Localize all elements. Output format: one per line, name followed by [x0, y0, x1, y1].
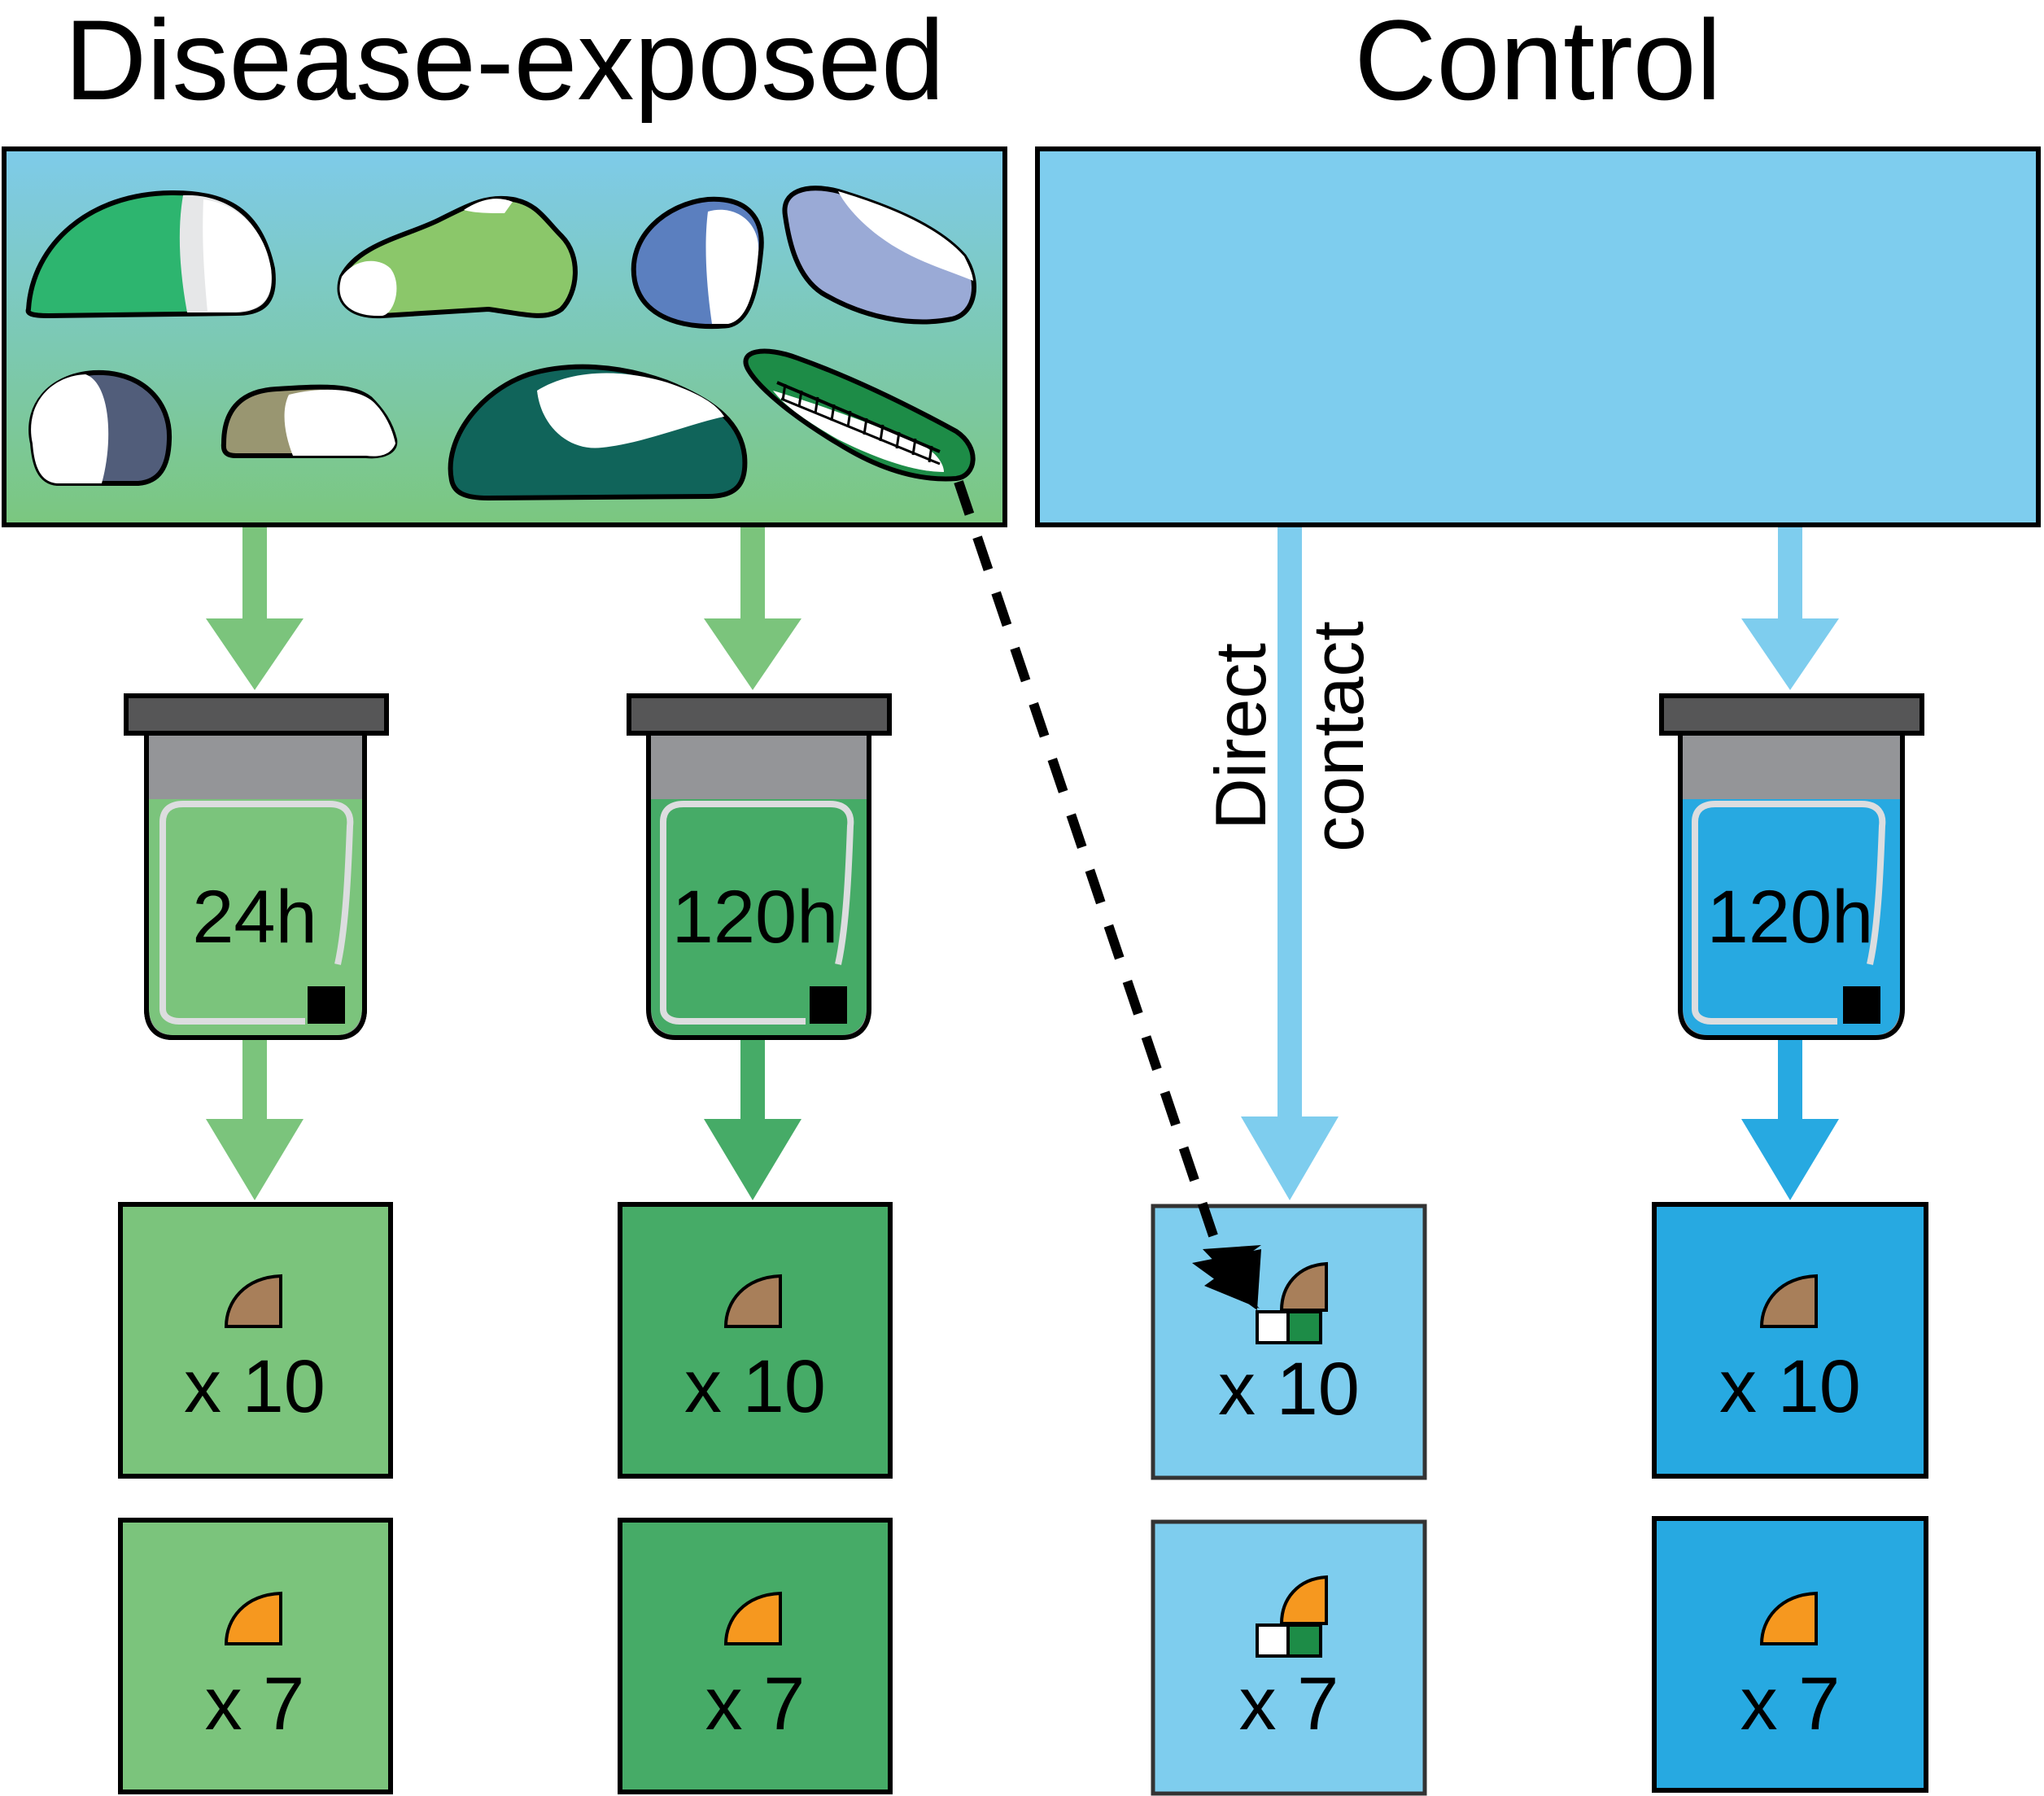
coral-green-diseased: [743, 348, 976, 482]
box-control-orange: [1652, 1516, 1928, 1793]
box-control-brown-label: x 10: [1719, 1345, 1861, 1428]
arrow-control-direct-contact: [1241, 527, 1339, 1200]
box-contact-brown-label: x 10: [1218, 1348, 1360, 1431]
coral-lavender-slab: [782, 186, 976, 325]
arrow-tank-to-jar-120h: [704, 527, 801, 690]
box-120h-orange: [618, 1518, 893, 1794]
title-control: Control: [1354, 0, 1721, 124]
title-disease-exposed: Disease-exposed: [64, 0, 945, 124]
direct-contact-label-line1: Direct: [1200, 643, 1281, 830]
jar-120h-control-label: 120h: [1707, 876, 1874, 959]
jar-120h-exposed: 120h: [627, 693, 892, 1040]
coral-slate-dome: [28, 369, 173, 486]
box-120h-brown-label: x 10: [684, 1345, 826, 1428]
coral-fragment-white-icon: [1256, 1310, 1290, 1344]
coral-fragment-green-icon: [1286, 1310, 1322, 1344]
orange-fragment-icon: [224, 1591, 282, 1645]
box-120h-orange-label: x 7: [705, 1663, 806, 1746]
box-24h-brown-label: x 10: [184, 1345, 325, 1428]
box-24h-orange: [118, 1518, 393, 1794]
brown-fragment-icon: [1759, 1274, 1818, 1328]
arrow-jar-24h-to-box: [206, 1040, 304, 1200]
box-120h-brown: [618, 1202, 893, 1479]
orange-fragment-icon: [1279, 1575, 1328, 1625]
box-24h-orange-label: x 7: [205, 1663, 305, 1746]
arrow-tank-to-jar-24h: [206, 527, 304, 690]
jar-24h: 24h: [124, 693, 389, 1040]
coral-darkteal-mound: [448, 364, 748, 501]
arrow-jar-120h-to-box: [704, 1040, 801, 1200]
arrow-jar-control-to-box: [1741, 1040, 1839, 1200]
box-control-orange-label: x 7: [1740, 1663, 1841, 1746]
jar-120h-exposed-label: 120h: [672, 876, 839, 959]
coral-fragment-green-icon: [1286, 1623, 1322, 1658]
control-tank: [1035, 146, 2041, 527]
orange-fragment-icon: [1759, 1591, 1818, 1645]
brown-fragment-icon: [224, 1274, 282, 1328]
jar-120h-control: 120h: [1659, 693, 1924, 1040]
box-contact-orange-label: x 7: [1239, 1663, 1339, 1746]
orange-fragment-icon: [723, 1591, 782, 1645]
brown-fragment-icon: [1279, 1261, 1328, 1312]
box-24h-brown: [118, 1202, 393, 1479]
coral-lightgreen-mound: [337, 195, 578, 319]
coral-olive-rock: [221, 384, 398, 459]
jar-24h-label: 24h: [192, 876, 317, 959]
arrow-control-to-jar-120h: [1741, 527, 1839, 690]
box-control-brown: [1652, 1202, 1928, 1479]
coral-green-dome: [25, 190, 276, 319]
dashed-contact-arrow: [954, 480, 1261, 1310]
disease-tank: [2, 146, 1007, 527]
coral-fragment-white-icon: [1256, 1623, 1290, 1658]
brown-fragment-icon: [723, 1274, 782, 1328]
coral-blue-rock: [631, 196, 764, 330]
direct-contact-label-line2: contact: [1298, 621, 1378, 852]
